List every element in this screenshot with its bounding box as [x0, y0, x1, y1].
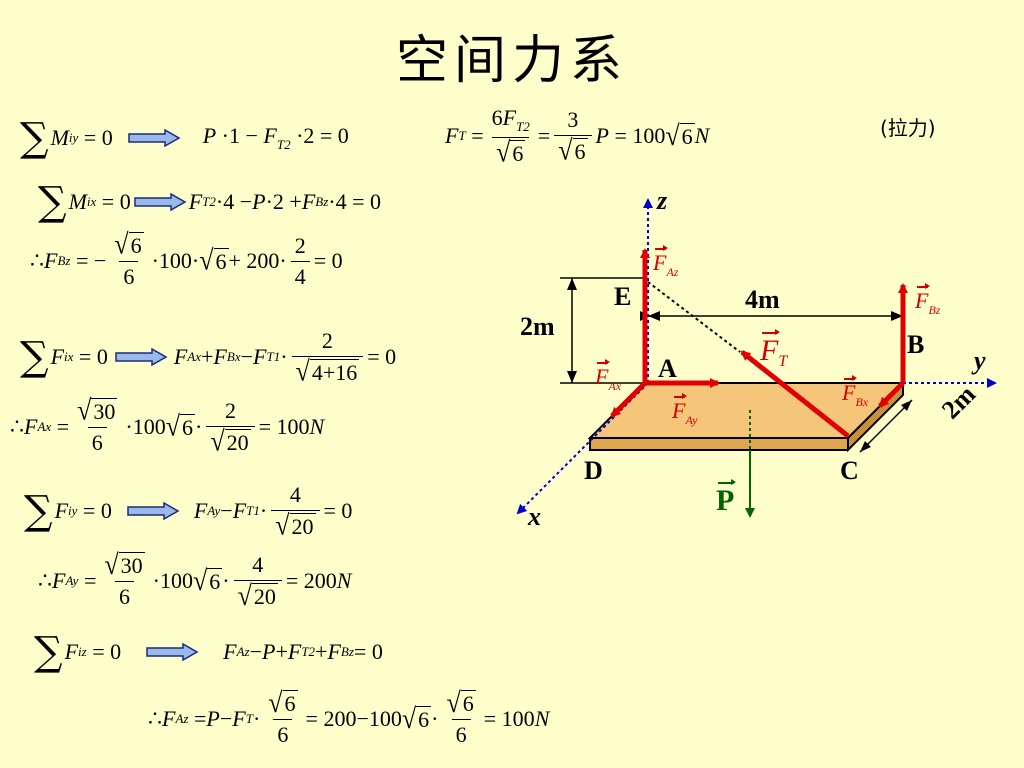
- dim-2m-right-label: 2m: [936, 379, 982, 425]
- dim-4m-label: 4m: [745, 285, 780, 314]
- force-faz-label: FAz: [653, 245, 679, 279]
- axis-y-label: y: [974, 346, 986, 375]
- axis-z-label: z: [657, 186, 668, 215]
- force-ft-arrow: [740, 350, 850, 438]
- implies-arrow-icon: [115, 348, 168, 366]
- force-fax-label: FAx: [595, 359, 622, 393]
- point-e-label: E: [614, 282, 632, 311]
- force-fbz-label: FBz: [915, 283, 941, 317]
- implies-arrow-icon: [127, 129, 181, 147]
- force-fbx-arrow: [878, 381, 905, 408]
- axis-x-line: [516, 382, 649, 515]
- point-c-label: C: [840, 456, 859, 485]
- dim-2m-left-label: 2m: [520, 312, 555, 341]
- dim-4m-arrow-left: [648, 311, 660, 321]
- point-b-label: B: [907, 330, 925, 359]
- dim-4m-arrow-right: [891, 311, 903, 321]
- force-ft-label: FT: [760, 329, 788, 370]
- force-fbx-label: FBx: [842, 375, 869, 409]
- point-d-label: D: [584, 456, 603, 485]
- page-title: 空间力系: [395, 31, 628, 91]
- plate-front: [589, 437, 849, 451]
- implies-arrow-icon: [127, 502, 180, 520]
- force-fay-label: FAy: [672, 393, 698, 427]
- rope-dotted-line: [647, 281, 741, 353]
- force-p-label: P: [716, 479, 737, 517]
- tension-note: (拉力): [880, 116, 936, 140]
- implies-arrow-icon: [146, 643, 199, 661]
- axis-x-label: x: [528, 502, 541, 531]
- implies-arrow-icon: [133, 193, 187, 211]
- point-a-label: A: [658, 354, 677, 383]
